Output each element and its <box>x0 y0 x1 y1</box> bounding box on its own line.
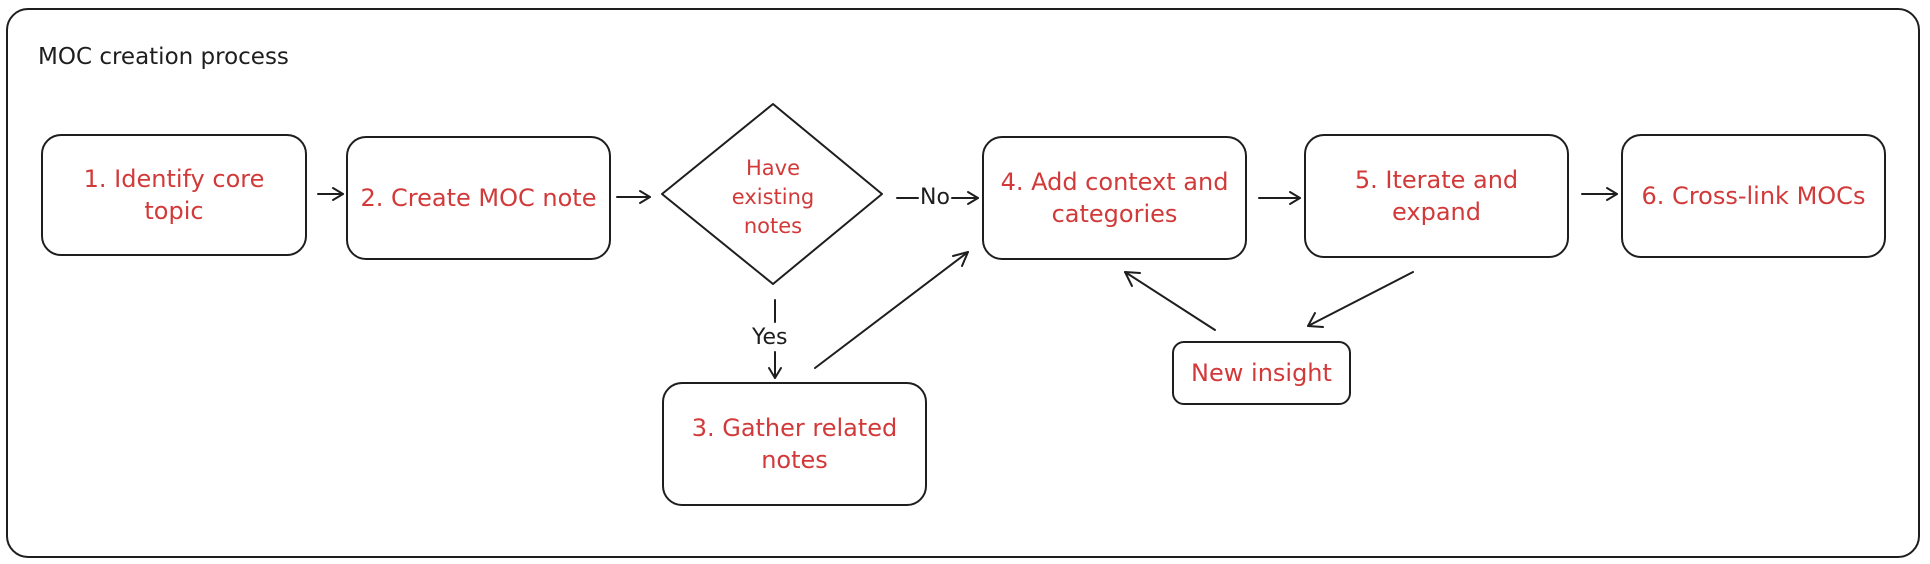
node-add-context-categories: 4. Add context and categories <box>982 136 1247 260</box>
edge-identify-to-create <box>317 187 344 201</box>
node-label: 6. Cross-link MOCs <box>1641 182 1866 210</box>
node-label: 4. Add context and categories <box>1000 168 1229 228</box>
decision-have-existing-notes: Have existing notes <box>708 150 838 244</box>
edge-gather-to-context <box>814 251 969 369</box>
node-label: New insight <box>1191 359 1332 387</box>
edge-insight-to-context <box>1124 271 1216 331</box>
edge-label-no: No <box>920 185 950 211</box>
diagram-title: MOC creation process <box>38 44 289 70</box>
edge-iterate-to-crosslink <box>1581 187 1618 201</box>
edge-iterate-to-insight <box>1307 271 1414 328</box>
node-label: 1. Identify core topic <box>83 165 265 225</box>
edge-context-to-iterate <box>1258 191 1301 205</box>
node-iterate-expand: 5. Iterate and expand <box>1304 134 1569 258</box>
node-identify-core-topic: 1. Identify core topic <box>41 134 307 256</box>
node-label: 2. Create MOC note <box>360 184 597 212</box>
node-create-moc-note: 2. Create MOC note <box>346 136 611 260</box>
decision-diamond-shape <box>661 103 883 285</box>
node-new-insight: New insight <box>1172 341 1351 405</box>
node-label: 3. Gather related notes <box>691 414 898 474</box>
edge-create-to-decision <box>616 190 651 204</box>
edge-label-yes: Yes <box>752 325 788 351</box>
decision-label: Have existing notes <box>731 155 815 238</box>
edge-decision-yes-to-gather <box>768 299 782 379</box>
node-cross-link-mocs: 6. Cross-link MOCs <box>1621 134 1886 258</box>
node-gather-related-notes: 3. Gather related notes <box>662 382 927 506</box>
node-label: 5. Iterate and expand <box>1354 166 1519 226</box>
edge-decision-no-to-context <box>896 191 979 205</box>
diagram-frame <box>6 8 1920 558</box>
